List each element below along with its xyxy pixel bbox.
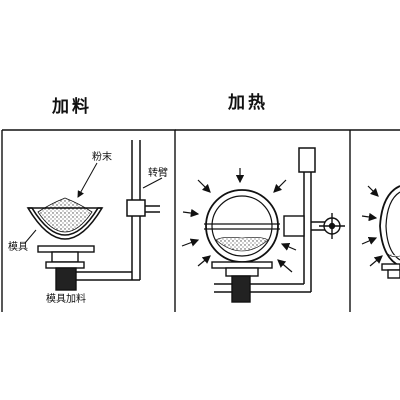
label-mold-charging: 模具加料 [46,292,86,305]
heading-charging: 加料 [51,96,92,117]
heat-arrow-icon [197,255,211,267]
heat-arrow-icon [369,255,383,267]
heading-heating: 加热 [227,92,268,113]
label-powder: 粉末 [92,150,112,163]
cooling-panel-partial [361,185,400,279]
mold-leader [24,229,37,244]
heat-arrow-icon [181,238,200,247]
label-rotating-arm: 转臂 [148,166,168,179]
heat-arrow-icon [182,208,200,218]
label-mold: 模具 [8,241,28,253]
heat-arrow-icon [273,179,287,193]
mold-base [37,245,95,291]
powder-charge-heated [215,237,269,252]
heat-arrow-icon [361,212,378,222]
heat-arrow-icon [197,179,211,193]
heating-panel [181,147,345,303]
charging-panel: 粉末 转臂 模具 模具加料 [8,140,168,305]
heat-arrow-icon [280,242,297,251]
heat-arrow-icon [367,185,379,197]
panel-frames [1,129,400,312]
heating-base [211,261,273,303]
heat-arrow-icon [277,259,293,273]
mold-half [26,197,104,240]
closed-mold [204,189,305,263]
hand-wheel-icon [319,213,345,239]
heat-arrow-icon [361,236,378,245]
powder-charge [37,197,93,233]
powder-arrow [77,162,98,198]
heat-arrows [181,168,297,273]
arm-leader [142,177,163,189]
